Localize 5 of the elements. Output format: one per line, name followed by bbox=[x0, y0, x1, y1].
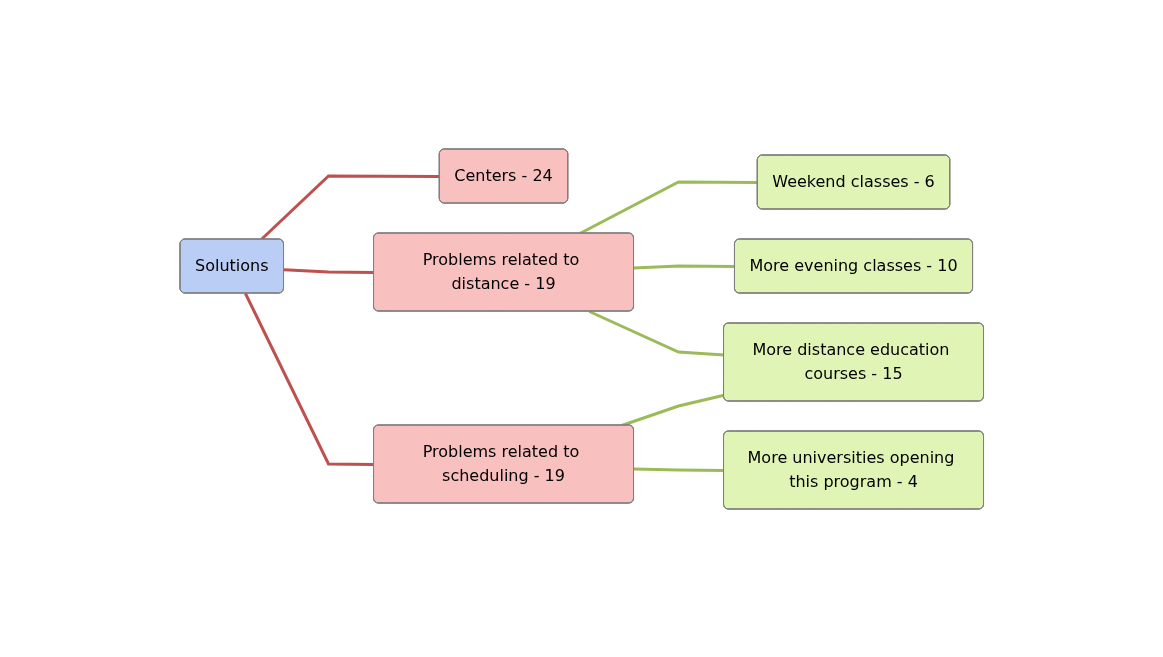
connector bbox=[283, 267, 374, 274]
connector bbox=[243, 292, 374, 466]
connector bbox=[633, 466, 724, 472]
connector bbox=[633, 264, 735, 270]
connector bbox=[588, 309, 724, 357]
